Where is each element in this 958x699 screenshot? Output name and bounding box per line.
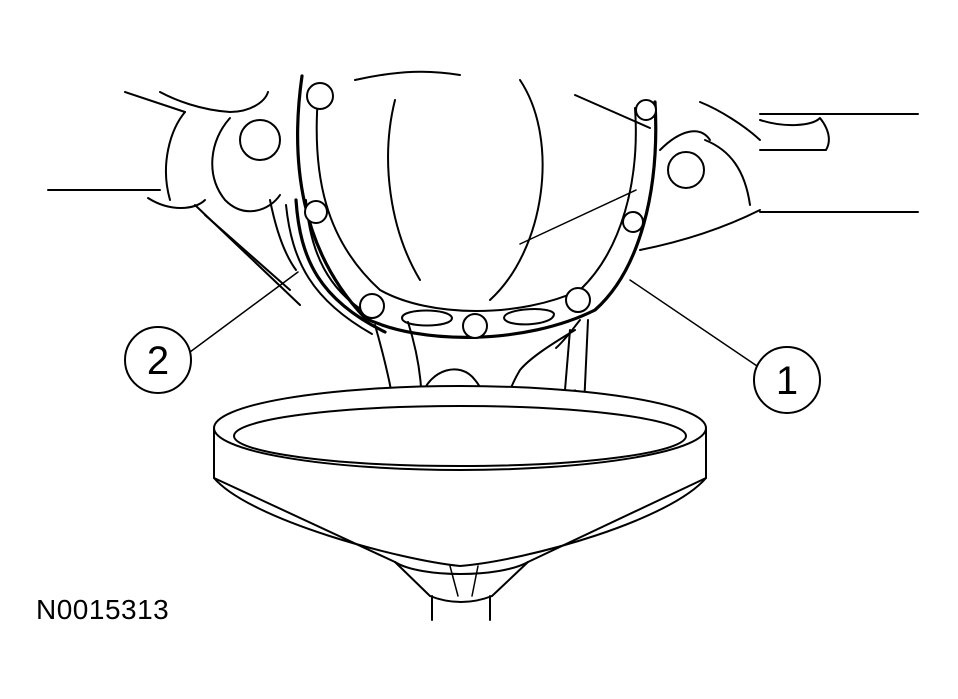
callout-2-number: 2 — [147, 339, 169, 383]
drain-funnel — [213, 385, 707, 621]
left-axle-tube — [47, 91, 301, 306]
axle-housing — [211, 70, 711, 301]
cover-flange — [296, 74, 658, 339]
gasket-edge — [269, 198, 387, 335]
callout-2: 2 — [124, 326, 192, 394]
callout-1: 1 — [753, 346, 821, 414]
callout-1-number: 1 — [776, 359, 798, 403]
right-axle-tube — [639, 101, 919, 251]
figure-id-label: N0015313 — [36, 594, 170, 625]
leader-lines — [189, 189, 761, 369]
